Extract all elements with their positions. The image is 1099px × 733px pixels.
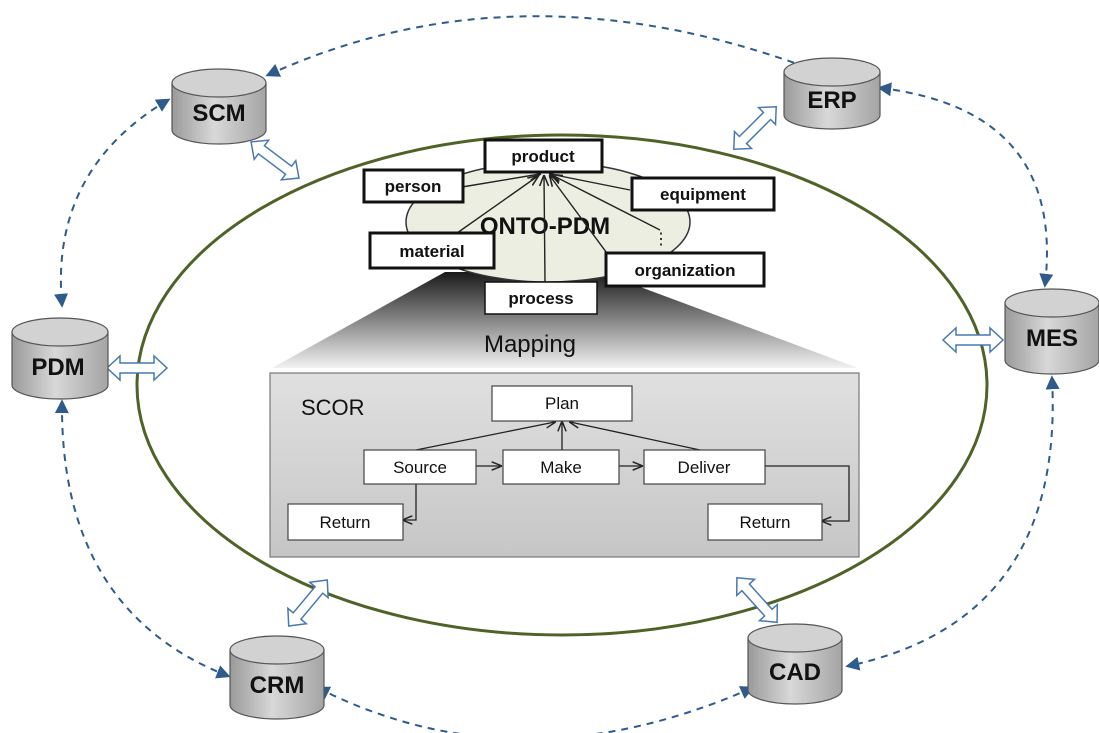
dashed-links	[54, 15, 1060, 733]
scor-return-right-label: Return	[739, 513, 790, 532]
scor-source: Source	[363, 449, 477, 485]
db-label-pdm: PDM	[31, 354, 84, 381]
arrow-pdm	[105, 354, 169, 382]
scor-make: Make	[502, 449, 620, 485]
concept-person: person	[362, 168, 465, 204]
arrow-erp	[733, 106, 777, 150]
link-scm-erp	[265, 15, 817, 77]
link-erp-mes	[877, 82, 1054, 288]
concept-label-process: process	[508, 289, 573, 308]
concept-label-material: material	[399, 242, 464, 261]
concept-organization: organization	[604, 251, 766, 288]
ontology-relations	[449, 174, 661, 283]
db-label-mes: MES	[1026, 325, 1078, 352]
concept-label-person: person	[385, 177, 442, 196]
scor-return-right: Return	[707, 503, 823, 541]
db-mes: MES	[1004, 288, 1099, 375]
scor-return-left: Return	[287, 503, 404, 541]
mapping-funnel	[272, 272, 858, 368]
link-pdm-crm	[54, 399, 231, 679]
concept-label-organization: organization	[634, 261, 735, 280]
arrow-mes	[941, 326, 1005, 354]
db-label-crm: CRM	[250, 672, 305, 699]
concept-product: product	[483, 138, 604, 174]
arrow-cad	[735, 576, 779, 624]
scor-deliver: Deliver	[643, 449, 766, 485]
arrow-scm	[250, 139, 300, 181]
link-mes-cad	[845, 375, 1060, 671]
scor-make-label: Make	[540, 458, 582, 477]
db-label-cad: CAD	[769, 659, 821, 686]
concept-process: process	[484, 281, 598, 315]
integration-ellipse	[135, 133, 989, 637]
scor-plan-label: Plan	[545, 394, 579, 413]
db-label-scm: SCM	[192, 100, 245, 127]
db-label-erp: ERP	[807, 87, 856, 114]
link-scm-pdm	[54, 98, 171, 308]
concept-equipment: equipment	[630, 176, 776, 212]
scor-deliver-label: Deliver	[678, 458, 731, 477]
scor-source-label: Source	[393, 458, 447, 477]
db-scm: SCM	[171, 68, 267, 145]
ontology-ellipsis: ⋮	[653, 231, 669, 248]
scor-panel: SCOR Plan Source Make Deliver	[269, 372, 860, 558]
concept-material: material	[368, 231, 496, 270]
db-erp: ERP	[783, 57, 881, 130]
concept-label-equipment: equipment	[660, 185, 746, 204]
arrow-crm	[287, 579, 329, 627]
scor-title: SCOR	[301, 395, 365, 420]
concept-label-product: product	[511, 147, 575, 166]
scor-return-left-label: Return	[319, 513, 370, 532]
mapping-label: Mapping	[484, 331, 576, 358]
hollow-arrows	[105, 106, 1005, 627]
db-cad: CAD	[747, 623, 843, 705]
scor-plan: Plan	[491, 385, 633, 422]
db-pdm: PDM	[11, 317, 109, 400]
db-crm: CRM	[229, 635, 325, 720]
link-crm-cad	[315, 686, 755, 733]
